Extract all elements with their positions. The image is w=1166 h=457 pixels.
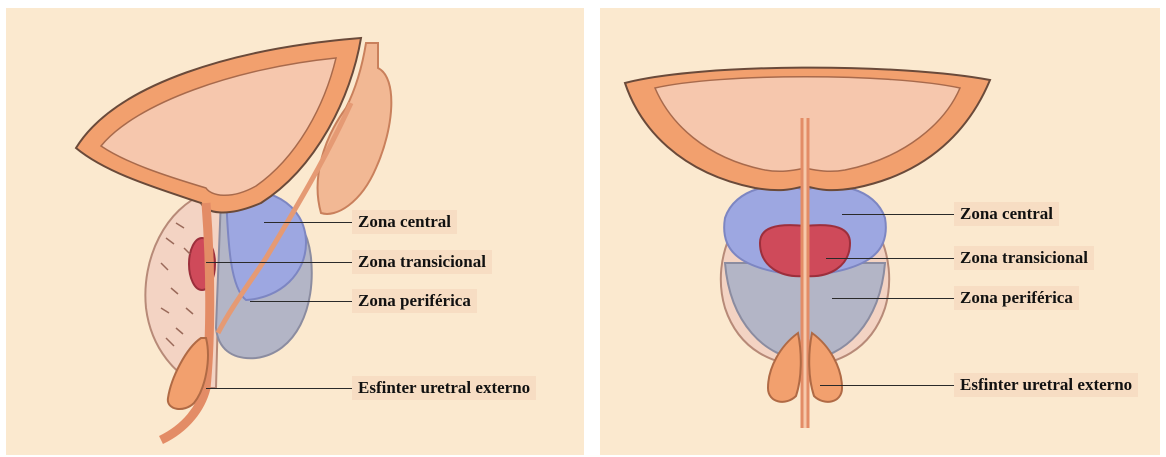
transitional-zone-leader [206,262,356,263]
sphincter-leader [206,388,356,389]
coronal-view-panel: Zona central Zona transicional Zona peri… [600,8,1160,455]
transitional-zone-label: Zona transicional [954,246,1094,270]
peripheral-zone-leader [832,298,956,299]
sphincter-label: Esfinter uretral externo [954,373,1138,397]
sagittal-view-panel: Zona central Zona transicional Zona peri… [6,8,584,455]
peripheral-zone-label: Zona periférica [954,286,1079,310]
sphincter-leader [820,385,956,386]
sphincter-label: Esfinter uretral externo [352,376,536,400]
peripheral-zone-label: Zona periférica [352,289,477,313]
central-zone-leader [264,222,356,223]
central-zone-leader [842,214,956,215]
central-zone-label: Zona central [352,210,457,234]
transitional-zone-label: Zona transicional [352,250,492,274]
peripheral-zone-leader [250,301,356,302]
transitional-zone-leader [826,258,956,259]
central-zone-label: Zona central [954,202,1059,226]
